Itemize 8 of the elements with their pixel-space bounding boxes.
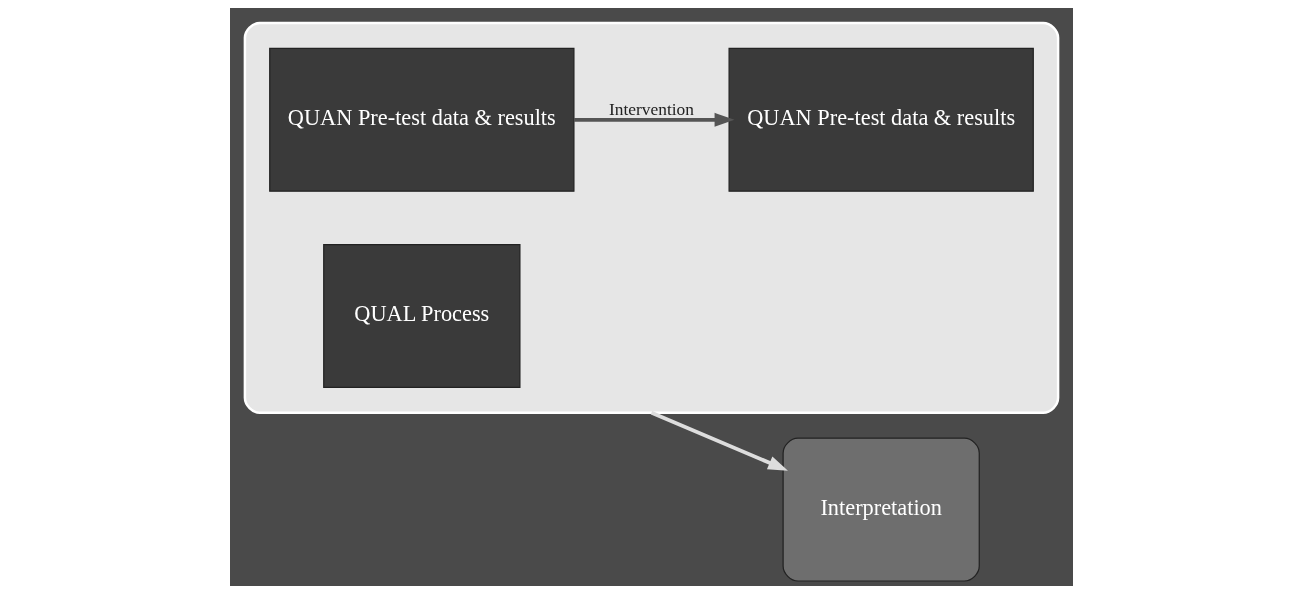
edge-label: Intervention [609, 100, 694, 120]
node-box: QUAN Pre-test data & results [728, 47, 1034, 192]
node-box: QUAL Process [323, 243, 521, 388]
arrow [573, 112, 735, 127]
node-box: Interpretation [782, 437, 980, 582]
node-box: QUAN Pre-test data & results [269, 47, 575, 192]
cluster [243, 21, 1060, 414]
arrow [650, 411, 788, 471]
